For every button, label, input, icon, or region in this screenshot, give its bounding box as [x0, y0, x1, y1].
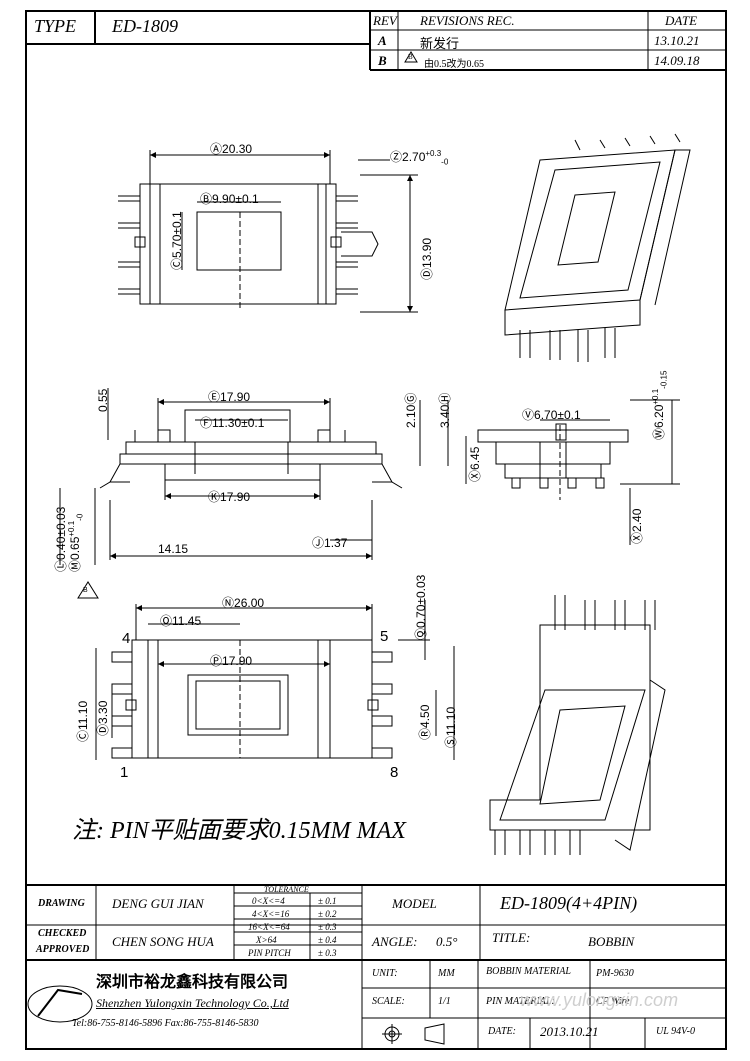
tolerance-range-3: 16<X<=64 — [248, 922, 290, 932]
dim-top-gap: 0.55 — [96, 388, 110, 412]
watermark: www.yulongxin.com — [520, 990, 679, 1010]
rev-header: REV — [373, 13, 397, 28]
drawing-label: DRAWING — [38, 898, 85, 909]
pin-label-1: 1 — [120, 764, 129, 781]
tolerance-range-5: PIN PITCH — [248, 948, 291, 958]
dim-g: 2.10Ⓖ — [404, 392, 418, 428]
dim-f: Ⓕ11.30±0.1 — [200, 416, 265, 430]
drawing-value: DENG GUI JIAN — [112, 896, 204, 911]
approved-value: CHEN SONG HUA — [112, 934, 214, 949]
dim-height: Ⓧ6.45 — [468, 446, 482, 482]
rating-value: UL 94V-0 — [656, 1026, 695, 1037]
tolerance-range-2: 4<X<=16 — [252, 909, 290, 919]
tolerance-value-1: ± 0.1 — [318, 896, 337, 906]
revision-b-rev: B — [378, 53, 387, 68]
dim-d2: Ⓓ3.30 — [96, 700, 110, 736]
company-name-en: Shenzhen Yulongxin Technology Co.,Ltd — [96, 996, 289, 1010]
pin-flatness-note: 注: PIN平贴面要求0.15MM MAX — [72, 818, 406, 844]
tolerance-range-4: X>64 — [256, 935, 277, 945]
dim-q: Ⓠ0.70±0.03 — [414, 574, 428, 640]
dim-m: Ⓜ0.65+0.1-0 — [67, 513, 85, 572]
bobbin-material-value: PM-9630 — [596, 968, 634, 979]
angle-label: ANGLE: — [372, 934, 418, 949]
dim-j: Ⓙ1.37 — [312, 536, 348, 550]
dim-h: 3.40Ⓗ — [438, 392, 452, 428]
dim-z: Ⓩ2.70+0.3-0 — [390, 149, 449, 167]
tolerance-title: TOLERANCE — [264, 885, 309, 894]
type-value: ED-1809 — [112, 16, 178, 36]
revision-a-desc: 新发行 — [420, 36, 460, 51]
dim-o: Ⓞ11.45 — [160, 614, 202, 628]
dim-b: Ⓑ9.90±0.1 — [200, 192, 259, 206]
dim-left-gap: 14.15 — [158, 542, 189, 556]
model-label: MODEL — [392, 896, 437, 911]
type-label: TYPE — [34, 16, 77, 36]
checked-label: CHECKED — [38, 928, 87, 939]
dim-r: Ⓡ4.50 — [418, 704, 432, 740]
tolerance-value-3: ± 0.3 — [318, 922, 337, 932]
dim-k: Ⓚ17.90 — [208, 490, 251, 504]
dim-c: Ⓒ5.70±0.1 — [170, 211, 184, 270]
revision-b-marker: B — [408, 53, 413, 61]
dim-w: Ⓦ6.20+0.1-0.15 — [651, 370, 669, 440]
dim-c2: Ⓒ11.10 — [76, 700, 90, 742]
pin-label-5: 5 — [380, 628, 389, 645]
date-value: 2013.10.21 — [540, 1024, 599, 1039]
dim-a: Ⓐ20.30 — [210, 142, 253, 156]
company-contact: Tel:86-755-8146-5896 Fax:86-755-8146-583… — [72, 1018, 259, 1029]
approved-label: APPROVED — [36, 944, 90, 955]
title-label: TITLE: — [492, 930, 531, 945]
dim-p: Ⓟ17.90 — [210, 654, 253, 668]
tolerance-value-2: ± 0.2 — [318, 909, 337, 919]
pin-material-label: PIN MATERIAL: — [486, 996, 555, 1007]
revisions-header: REVISIONS REC. — [420, 13, 515, 28]
date-header: DATE — [665, 13, 698, 28]
unit-value: MM — [438, 968, 455, 979]
revision-b-date: 14.09.18 — [654, 53, 700, 68]
tolerance-range-1: 0<X<=4 — [252, 896, 285, 906]
dim-d: Ⓓ13.90 — [420, 237, 434, 280]
dim-s: Ⓢ11.10 — [444, 706, 458, 748]
revision-b-desc: 由0.5改为0.65 — [424, 59, 484, 70]
dim-x: Ⓧ2.40 — [630, 508, 644, 544]
pin-label-8: 8 — [390, 764, 399, 781]
tolerance-value-4: ± 0.4 — [318, 935, 337, 945]
scale-value: 1/1 — [438, 996, 451, 1007]
pin-label-4: 4 — [122, 630, 131, 647]
title-value: BOBBIN — [588, 934, 635, 949]
tolerance-value-5: ± 0.3 — [318, 948, 337, 958]
dim-e: Ⓔ17.90 — [208, 390, 251, 404]
dim-v: Ⓥ6.70±0.1 — [522, 408, 581, 422]
drawing-frame — [25, 10, 727, 1050]
angle-value: 0.5° — [436, 934, 458, 949]
model-value: ED-1809(4+4PIN) — [500, 893, 638, 913]
scale-label: SCALE: — [372, 996, 405, 1007]
unit-label: UNIT: — [372, 968, 398, 979]
bobbin-material-label: BOBBIN MATERIAL — [486, 966, 571, 977]
date-label: DATE: — [488, 1026, 516, 1037]
dim-n: Ⓝ26.00 — [222, 596, 265, 610]
revision-a-date: 13.10.21 — [654, 33, 700, 48]
note-marker: B — [83, 587, 88, 594]
revision-a-rev: A — [378, 33, 387, 48]
pin-material-value: CP Wire — [596, 996, 630, 1007]
company-name-cn: 深圳市裕龙鑫科技有限公司 — [96, 972, 289, 991]
